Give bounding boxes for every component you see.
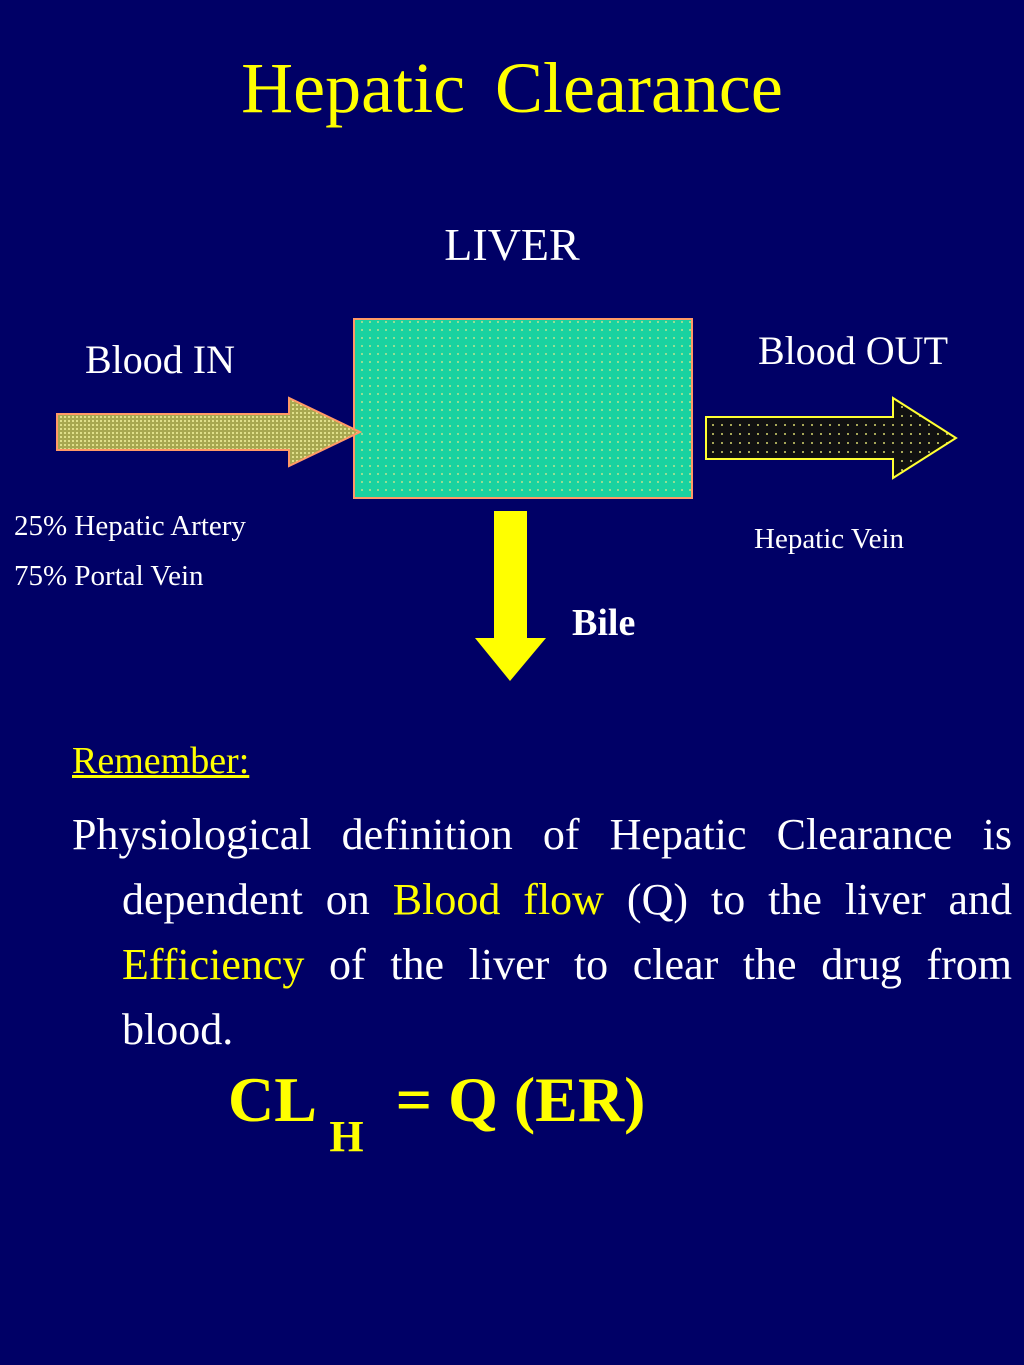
formula-lhs: CL [228,1064,314,1135]
remember-heading: Remember: [72,740,250,782]
formula-rhs: = Q (ER) [395,1064,646,1135]
formula-subscript: H [329,1112,364,1161]
bile-arrow [475,511,546,681]
liver-box [353,318,693,499]
liver-label: LIVER [444,219,580,270]
clearance-formula: CL H = Q (ER) [228,1068,645,1159]
hepatic-vein-label: Hepatic Vein [754,523,905,555]
hepatic-artery-share: 25% Hepatic Artery [14,510,246,542]
definition-text-1: Physiological definition of Hepatic Clea… [72,810,1012,924]
blood-out-arrow [705,396,958,480]
definition-text-3: of the liver to clear the drug from bloo… [122,940,1012,1054]
blood-in-label: Blood IN [85,337,235,382]
definition-paragraph: Physiological definition of Hepatic Clea… [72,802,1012,1062]
portal-vein-share: 75% Portal Vein [14,560,204,592]
slide-title: Hepatic Clearance [241,48,783,128]
definition-text-2: (Q) to the liver and [603,875,1013,924]
blood-in-arrow [56,396,363,468]
blood-out-label: Blood OUT [758,328,948,373]
bile-label: Bile [572,602,636,644]
blood-flow-highlight: Blood flow [392,875,604,924]
efficiency-highlight: Efficiency [122,940,305,989]
